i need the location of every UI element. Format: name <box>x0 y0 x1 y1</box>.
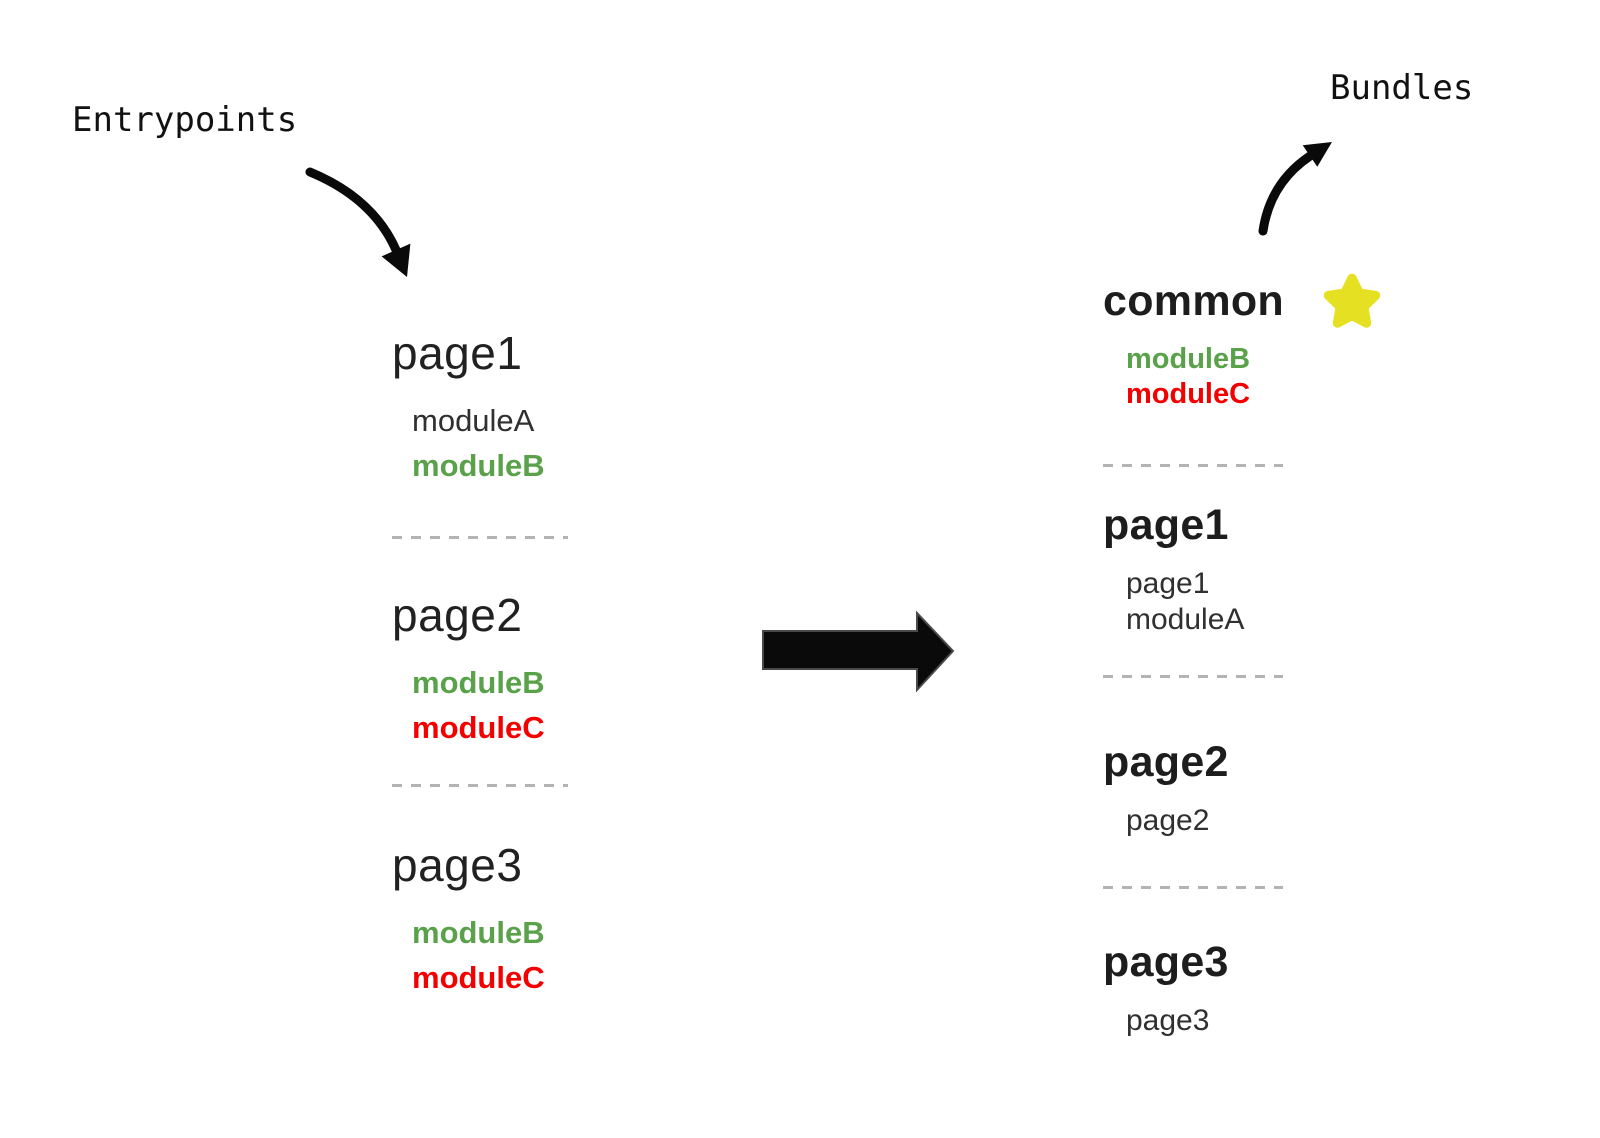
entrypoints-label: Entrypoints <box>72 100 298 140</box>
bundle-group-page3: page3 page3 <box>1103 937 1229 1039</box>
divider <box>1103 886 1283 889</box>
divider <box>392 784 568 787</box>
module-item: moduleB <box>412 448 545 483</box>
bundle-title: page3 <box>1103 938 1229 986</box>
bundles-curved-arrow-icon <box>1258 142 1332 236</box>
star-icon <box>1321 270 1383 332</box>
entrypoint-group-page2: page2 moduleB moduleC <box>392 588 545 750</box>
module-item: moduleC <box>412 960 545 995</box>
bundle-group-common: common moduleB moduleC <box>1103 273 1381 412</box>
module-item: moduleB <box>412 915 545 950</box>
module-item: moduleC <box>412 710 545 745</box>
entrypoint-title: page2 <box>392 589 523 641</box>
bundle-group-page1: page1 page1 moduleA <box>1103 500 1244 638</box>
module-item: page3 <box>1126 1004 1210 1037</box>
module-item: moduleB <box>412 665 545 700</box>
bundle-title: page2 <box>1103 738 1229 786</box>
divider <box>1103 675 1283 678</box>
bundle-title: common <box>1103 277 1284 325</box>
entrypoint-title: page3 <box>392 839 523 891</box>
entrypoint-group-page1: page1 moduleA moduleB <box>392 326 545 488</box>
module-item: moduleB <box>1126 343 1251 375</box>
module-item: moduleA <box>412 403 535 438</box>
entrypoints-curved-arrow-icon <box>305 167 411 277</box>
module-item: page2 <box>1126 804 1210 837</box>
bundle-title: page1 <box>1103 501 1229 549</box>
bundle-group-page2: page2 page2 <box>1103 737 1229 839</box>
bundles-label: Bundles <box>1330 68 1474 108</box>
module-item: moduleA <box>1126 603 1245 636</box>
divider <box>1103 464 1283 467</box>
module-item: page1 <box>1126 567 1210 600</box>
divider <box>392 536 568 539</box>
module-item: moduleC <box>1126 378 1251 410</box>
transform-arrow-icon <box>762 610 955 693</box>
entrypoint-title: page1 <box>392 327 523 379</box>
entrypoint-group-page3: page3 moduleB moduleC <box>392 838 545 1000</box>
